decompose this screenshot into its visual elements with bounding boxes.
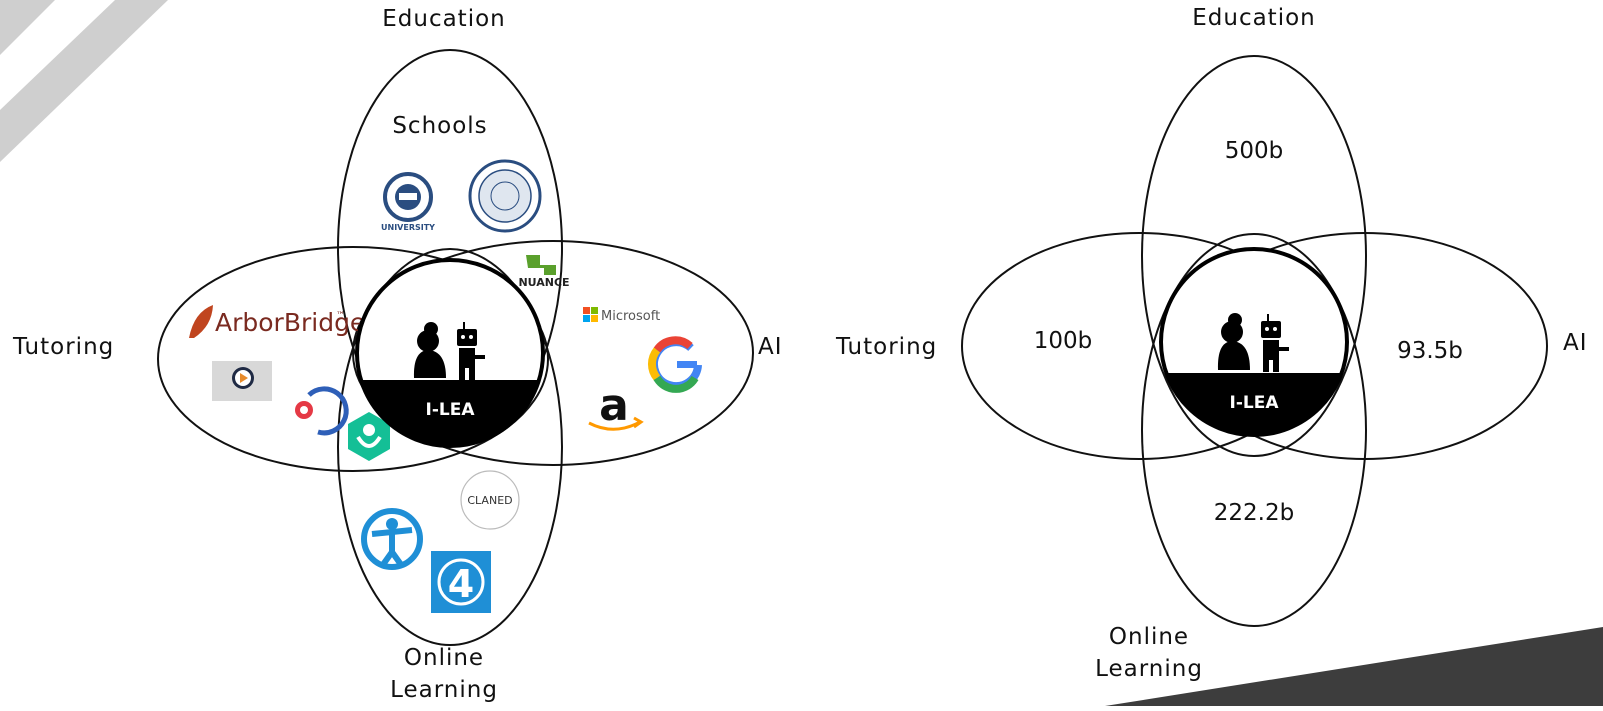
svg-text:4: 4 <box>448 562 474 606</box>
swirl-logo <box>295 386 349 436</box>
value-tutoring: 100b <box>1034 328 1093 354</box>
value-ai: 93.5b <box>1397 338 1463 364</box>
svg-text:CLANED: CLANED <box>467 494 512 507</box>
university-logo: UNIVERSITY <box>381 172 435 232</box>
value-education: 500b <box>1225 138 1284 164</box>
left-venn: Education Tutoring AI Online Learning Sc… <box>12 6 783 703</box>
center-label: I-LEA <box>426 400 476 420</box>
svg-text:ArborBridge: ArborBridge <box>215 308 365 337</box>
khan-academy-logo <box>348 412 390 461</box>
axis-tutoring: Tutoring <box>835 334 937 360</box>
schools-label: Schools <box>392 113 487 139</box>
axis-education: Education <box>1192 5 1316 31</box>
education-ellipse <box>1141 55 1367 457</box>
svg-text:NUANCE: NUANCE <box>518 276 569 289</box>
axis-online-line1: Online <box>1109 624 1189 650</box>
axis-ai: AI <box>758 334 783 360</box>
video-tutor-logo <box>212 361 272 401</box>
right-venn: Education Tutoring AI Online Learning 50… <box>835 5 1588 682</box>
center-ilea-badge: I-LEA <box>1159 247 1349 437</box>
value-online: 222.2b <box>1214 500 1294 526</box>
blue-person-logo <box>361 508 423 570</box>
child-robot-icon <box>1217 313 1289 372</box>
axis-online-line2: Learning <box>1095 656 1203 682</box>
child-robot-icon <box>413 322 485 380</box>
axis-online-line1: Online <box>404 645 484 671</box>
ai-ellipse <box>352 240 754 466</box>
amazon-logo: a <box>588 380 644 431</box>
tutoring-ellipse <box>157 246 549 472</box>
microsoft-logo: Microsoft <box>583 307 660 324</box>
nuance-logo: NUANCE <box>518 255 570 289</box>
decorative-stripes <box>0 0 168 162</box>
axis-education: Education <box>382 6 506 32</box>
decorative-corner <box>1105 627 1603 706</box>
online-ellipse <box>337 248 563 646</box>
svg-text:Microsoft: Microsoft <box>601 309 660 324</box>
svg-text:a: a <box>599 380 629 431</box>
arborbridge-logo: ArborBridge ™ <box>189 305 365 338</box>
axis-tutoring: Tutoring <box>12 334 114 360</box>
svg-text:™: ™ <box>336 311 345 321</box>
center-label: I-LEA <box>1230 393 1280 413</box>
blue-four-logo: 4 <box>431 551 491 613</box>
university-seal-logo <box>468 159 542 233</box>
claned-logo: CLANED <box>460 470 520 530</box>
svg-text:UNIVERSITY: UNIVERSITY <box>381 223 435 232</box>
axis-online-line2: Learning <box>390 677 498 703</box>
google-logo <box>647 336 702 393</box>
axis-ai: AI <box>1563 330 1588 356</box>
online-ellipse <box>1141 233 1367 627</box>
